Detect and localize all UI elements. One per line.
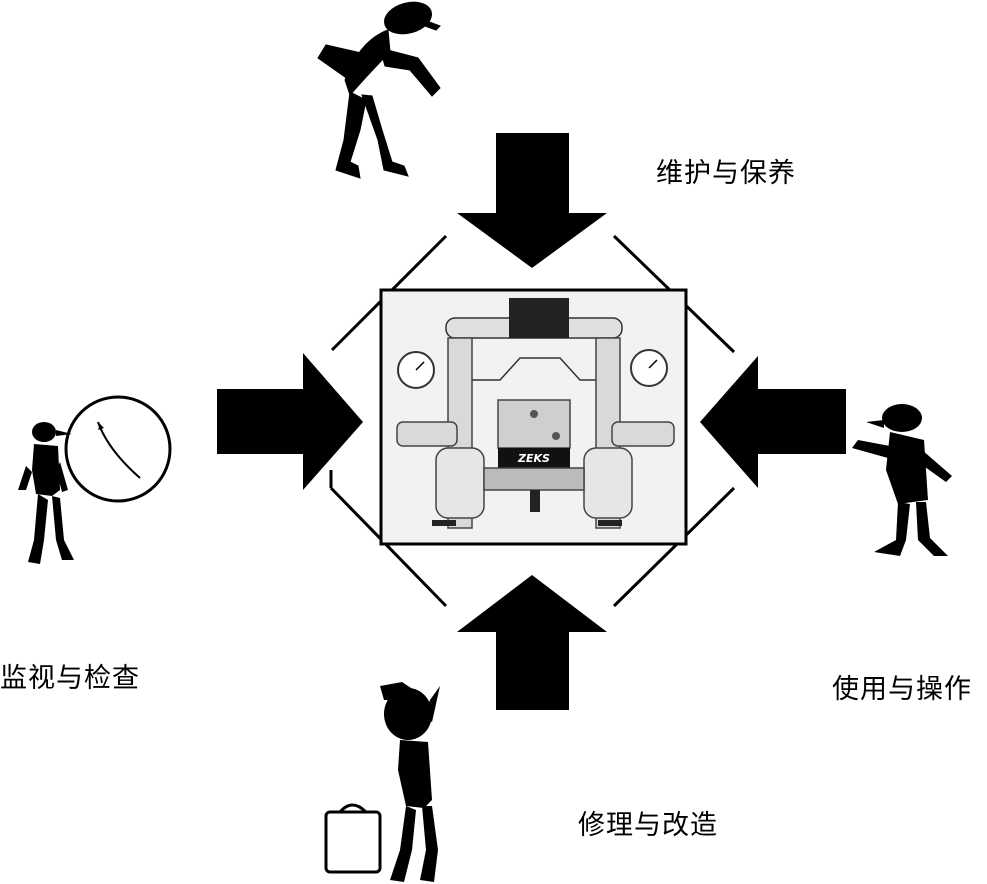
label-operation: 使用与操作	[832, 674, 972, 705]
left-vessel	[435, 447, 485, 519]
left-drain-valve	[432, 520, 456, 526]
arrow-left	[700, 356, 846, 488]
right-vessel	[583, 447, 633, 519]
center-control-panel	[497, 399, 571, 449]
pointing-figure-icon	[852, 404, 952, 556]
label-repair: 修理与改造	[578, 810, 718, 841]
clock-icon	[64, 395, 172, 503]
equipment-illustration: ZEKS	[379, 288, 688, 546]
base-manifold	[483, 467, 585, 491]
arrow-down	[457, 133, 607, 268]
top-control-box	[509, 298, 569, 338]
toolbag-icon	[324, 803, 382, 874]
arrow-up	[457, 575, 607, 710]
outlet-pipe	[611, 421, 675, 447]
brand-label: ZEKS	[517, 452, 550, 465]
arrow-right	[217, 353, 363, 490]
label-maintenance: 维护与保养	[656, 158, 796, 189]
frame-segment-bottom-left	[329, 486, 448, 608]
inlet-pipe	[396, 421, 458, 447]
frame-segment-bottom-right	[612, 486, 736, 608]
right-drain-valve	[598, 520, 622, 526]
figure-with-toolbag-icon	[324, 682, 440, 882]
figure-with-clock-icon	[18, 395, 172, 564]
leaning-figure-icon	[317, 1, 441, 179]
brand-plate	[498, 448, 570, 468]
label-monitoring: 监视与检查	[0, 663, 140, 694]
